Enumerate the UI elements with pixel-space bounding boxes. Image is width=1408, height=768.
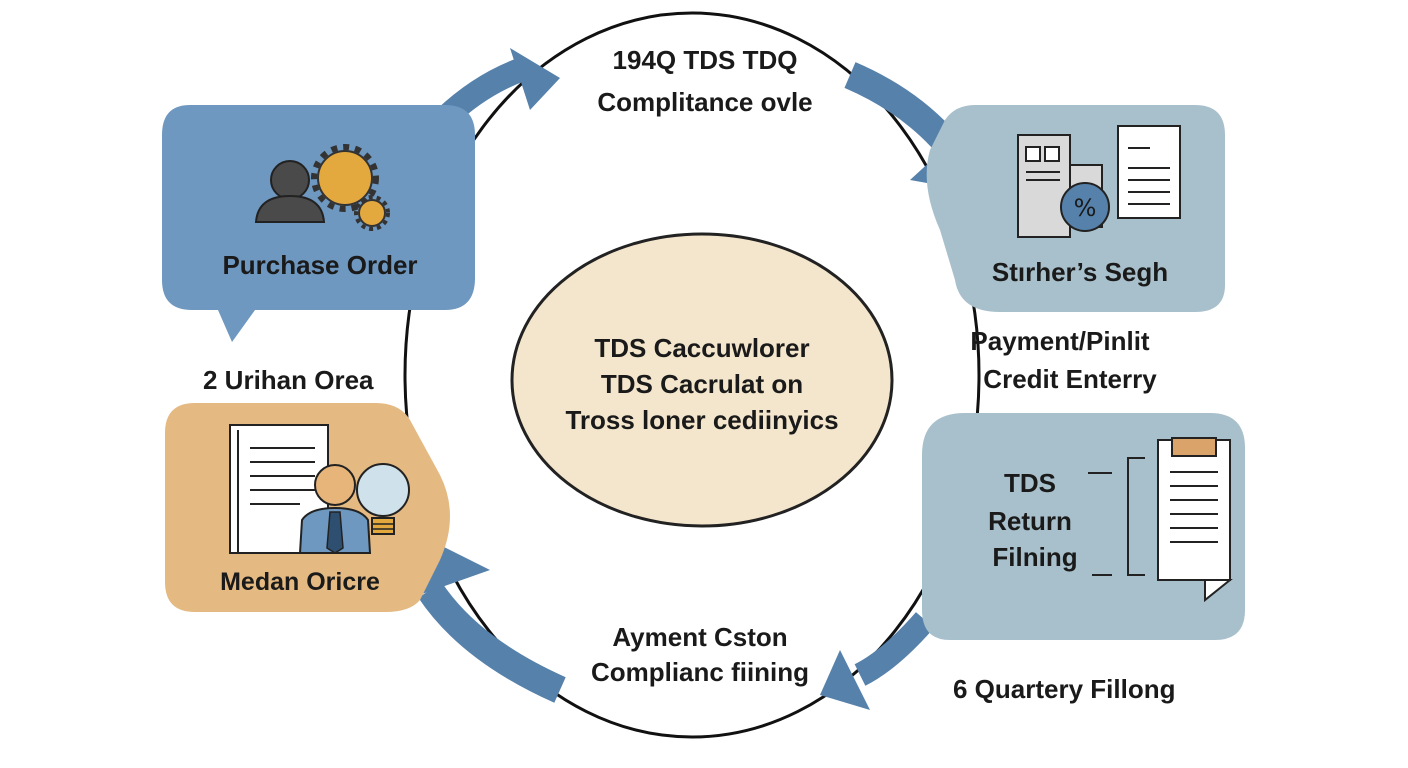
center-line3: Tross loner cediinyics (565, 405, 839, 435)
svg-text:%: % (1074, 194, 1097, 222)
document-server-icon: % (1017, 125, 1181, 238)
arrow-bottom-right (820, 612, 935, 710)
tds-return-line1: TDS (1004, 468, 1056, 498)
arrow-top-left (436, 48, 560, 127)
center-ellipse (510, 232, 894, 528)
bottom-caption-line1: Ayment Cston (612, 622, 788, 652)
cycle-title-line2: Complitance ovle (597, 87, 813, 117)
payment-label-line2: Credit Enterry (983, 364, 1157, 394)
cycle-ring (403, 11, 981, 739)
purchase-order-box (162, 105, 475, 342)
urihan-orea-label: 2 Urihan Orea (203, 365, 374, 395)
document-person-bulb-icon (229, 424, 410, 554)
cycle-title-line1: 194Q TDS TDQ (612, 45, 798, 75)
purchase-order-label: Purchase Order (222, 250, 418, 280)
tds-return-line2: Return (988, 506, 1072, 536)
person-gear-icon (254, 144, 390, 231)
stirhers-segh-label: Stırher’s Segh (991, 257, 1169, 287)
medan-oricre-label: Medan Oricre (220, 568, 380, 596)
center-line1: TDS Caccuwlorer (594, 333, 810, 363)
center-line2: TDS Cacrulat on (600, 369, 804, 399)
clipboard-icon (1088, 437, 1233, 603)
payment-label-line1: Payment/Pinlit (970, 326, 1150, 356)
quarterly-filing-label: 6 Quartery Fillong (953, 674, 1176, 704)
tds-return-line3: Filning (992, 542, 1078, 572)
bottom-caption-line2: Complianc fiining (590, 657, 810, 687)
